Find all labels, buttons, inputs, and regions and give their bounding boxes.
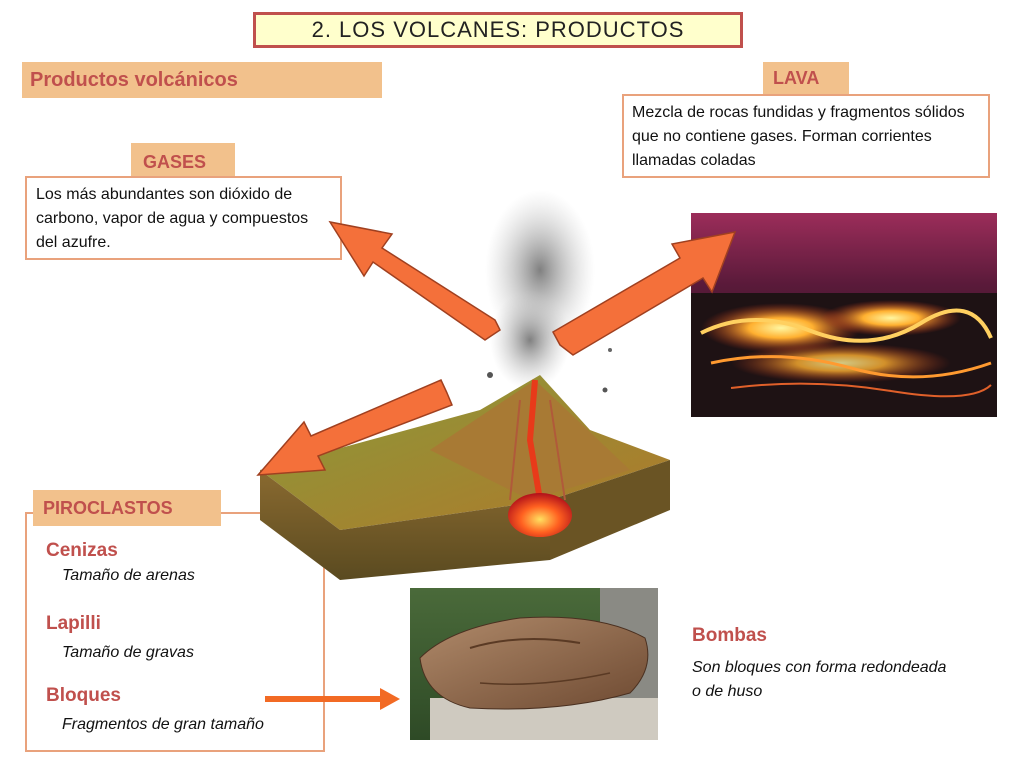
cenizas-detail: Tamaño de arenas xyxy=(62,567,195,584)
arrow-to-bomba-icon xyxy=(265,688,400,710)
productos-label: Productos volcánicos xyxy=(22,62,382,98)
arrow-to-gases-icon xyxy=(328,220,501,341)
piroclastos-box xyxy=(25,512,325,752)
lapilli-detail: Tamaño de gravas xyxy=(62,644,194,661)
bloques-detail: Fragmentos de gran tamaño xyxy=(62,716,264,733)
lava-photo xyxy=(691,213,997,417)
bomba-photo xyxy=(410,588,658,740)
gases-label: GASES xyxy=(131,143,235,181)
bombas-title: Bombas xyxy=(692,625,767,646)
arrow-to-piroclastos-icon xyxy=(256,379,453,476)
lapilli-title: Lapilli xyxy=(46,613,101,634)
cenizas-title: Cenizas xyxy=(46,540,118,561)
arrow-to-lava-icon xyxy=(551,231,737,356)
lava-label: LAVA xyxy=(763,62,849,94)
lava-description: Mezcla de rocas fundidas y fragmentos só… xyxy=(622,94,990,178)
bombas-description: Son bloques con forma redondeada o de hu… xyxy=(692,659,947,700)
piroclastos-label: PIROCLASTOS xyxy=(33,490,221,526)
volcano-diagram xyxy=(260,190,670,580)
page-title: 2. LOS VOLCANES: PRODUCTOS xyxy=(253,12,743,48)
bloques-title: Bloques xyxy=(46,685,121,706)
gases-description: Los más abundantes son dióxido de carbon… xyxy=(25,176,342,260)
